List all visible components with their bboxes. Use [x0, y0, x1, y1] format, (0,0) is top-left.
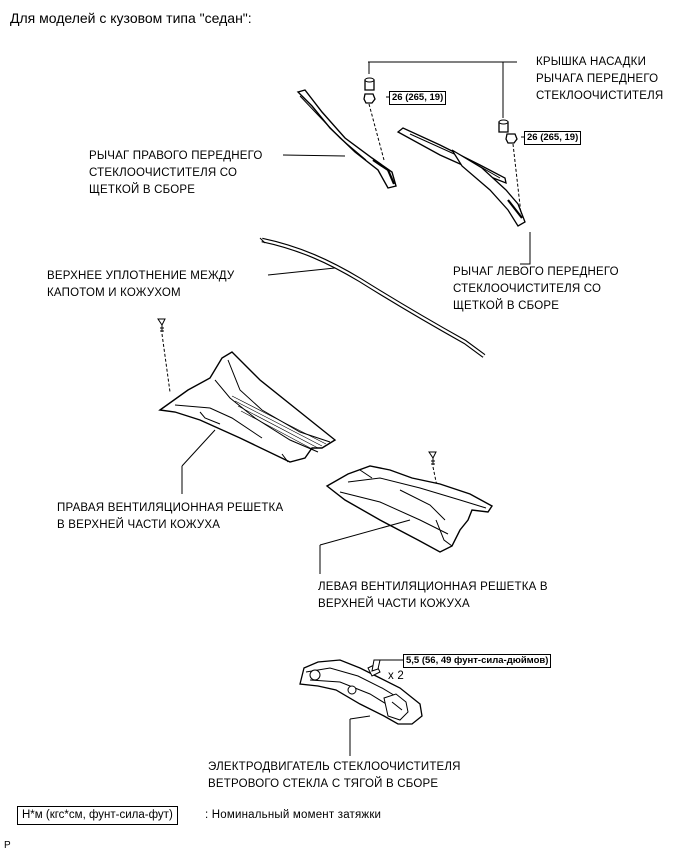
right-nut-torque-box: 26 (265, 19) — [389, 91, 447, 105]
motor-label-line: ЭЛЕКТРОДВИГАТЕЛЬ СТЕКЛООЧИСТИТЕЛЯ — [208, 761, 461, 773]
leader-lines — [181, 61, 531, 756]
left-louver-label-line: ВЕРХНЕЙ ЧАСТИ КОЖУХА — [318, 598, 470, 610]
right-arm-label-line: РЫЧАГ ПРАВОГО ПЕРЕДНЕГО — [89, 150, 263, 162]
motor-bolt-quantity: x 2 — [388, 670, 404, 682]
torque-legend-box: Н*м (кгс*см, фунт-сила-фут) — [17, 806, 178, 825]
left-wiper-arm-illustration — [396, 127, 526, 227]
left-cap-nut-illustration — [498, 119, 522, 215]
motor-label-line: ВЕТРОВОГО СТЕКЛА С ТЯГОЙ В СБОРЕ — [208, 778, 439, 790]
left-arm-label-line: СТЕКЛООЧИСТИТЕЛЯ СО — [453, 283, 602, 295]
right-cap-nut-illustration — [363, 77, 385, 161]
page-title: Для моделей с кузовом типа "седан": — [10, 10, 252, 26]
wiper-motor-illustration — [299, 659, 423, 725]
left-nut-torque-box: 26 (265, 19) — [524, 131, 582, 145]
right-wiper-arm-illustration — [296, 89, 397, 189]
right-louver-label-line: В ВЕРХНЕЙ ЧАСТИ КОЖУХА — [57, 519, 221, 531]
right-louver-label-line: ПРАВАЯ ВЕНТИЛЯЦИОННАЯ РЕШЕТКА — [57, 502, 284, 514]
left-arm-label-line: РЫЧАГ ЛЕВОГО ПЕРЕДНЕГО — [453, 266, 619, 278]
left-louver-illustration — [325, 465, 494, 553]
cap-cover-label-line: КРЫШКА НАСАДКИ — [536, 56, 647, 68]
hood-seal-label-line: КАПОТОМ И КОЖУХОМ — [47, 287, 181, 299]
figure-code: P — [4, 840, 11, 851]
hood-seal-illustration — [259, 237, 486, 358]
torque-legend-text: : Номинальный момент затяжки — [205, 809, 382, 821]
motor-bolt-torque-box: 5,5 (56, 49 фунт-сила-дюймов) — [403, 654, 552, 668]
right-louver-illustration — [158, 351, 337, 463]
right-arm-label-line: ЩЕТКОЙ В СБОРЕ — [89, 184, 196, 196]
left-louver-label-line: ЛЕВАЯ ВЕНТИЛЯЦИОННАЯ РЕШЕТКА В — [318, 581, 548, 593]
cap-cover-label-line: РЫЧАГА ПЕРЕДНЕГО — [536, 73, 659, 85]
right-louver-clip-illustration — [157, 318, 171, 393]
right-arm-label-line: СТЕКЛООЧИСТИТЕЛЯ СО — [89, 167, 238, 179]
cap-cover-label-line: СТЕКЛООЧИСТИТЕЛЯ — [536, 90, 664, 102]
hood-seal-label-line: ВЕРХНЕЕ УПЛОТНЕНИЕ МЕЖДУ — [47, 270, 235, 282]
left-arm-label-line: ЩЕТКОЙ В СБОРЕ — [453, 300, 560, 312]
